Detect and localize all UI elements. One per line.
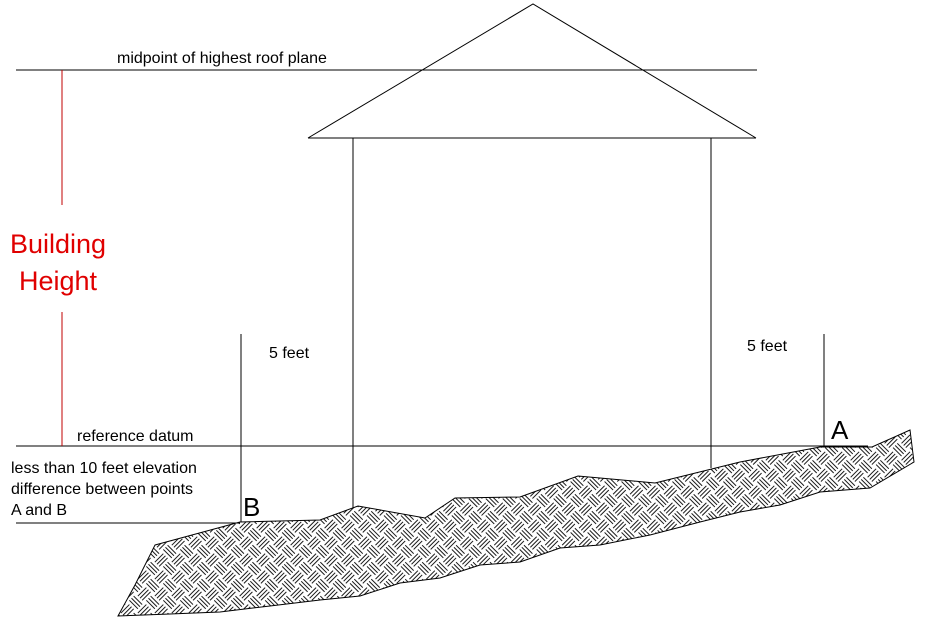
five-feet-right-label: 5 feet — [747, 338, 788, 355]
ground-terrain — [117, 429, 915, 617]
point-b-label: B — [243, 492, 260, 522]
five-feet-left-label: 5 feet — [269, 345, 310, 362]
point-a-label: A — [831, 415, 849, 445]
elevation-note-line3: A and B — [11, 502, 67, 519]
elevation-note-line2: difference between points — [11, 481, 193, 498]
roof — [307, 3, 757, 139]
reference-datum-label: reference datum — [77, 428, 194, 445]
building-height-label-line1: Building — [10, 229, 106, 259]
roof-midpoint-label: midpoint of highest roof plane — [117, 50, 327, 67]
elevation-note-line1: less than 10 feet elevation — [11, 460, 197, 477]
building-height-label-line2: Height — [19, 266, 98, 296]
